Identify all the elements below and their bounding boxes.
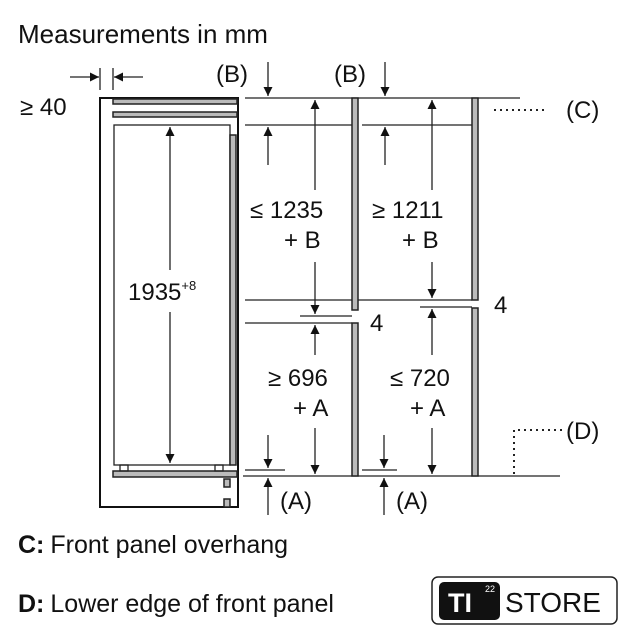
gap-label-2: 4: [494, 292, 507, 319]
front-panels: [351, 97, 479, 477]
upper-min-plus: + B: [402, 227, 439, 254]
cabinet-outline: [99, 97, 239, 508]
logo-text: STORE: [505, 587, 601, 618]
legend-c-text: Front panel overhang: [50, 531, 288, 559]
legend-c-key: C:: [18, 531, 44, 559]
legend-d-key: D:: [18, 590, 44, 618]
d-dotted-line: [513, 429, 562, 474]
a-marker-1: (A): [280, 488, 312, 515]
side-gap-label: ≥ 40: [20, 94, 67, 121]
c-marker: (C): [566, 97, 599, 124]
upper-max-plus: + B: [284, 227, 321, 254]
b-marker-2: (B): [334, 61, 366, 88]
ti-store-logo: TI 22 STORE: [431, 576, 618, 625]
logo-superscript: 22: [485, 584, 495, 594]
reference-lines: [243, 97, 560, 477]
gap-label-1: 4: [370, 310, 383, 337]
b-marker-1: (B): [216, 61, 248, 88]
height-tolerance: +8: [181, 278, 196, 293]
upper-min-label: ≥ 1211: [372, 197, 443, 224]
height-value: 1935: [128, 279, 181, 306]
legend-d: D:Lower edge of front panel: [18, 590, 334, 618]
legend-d-text: Lower edge of front panel: [50, 590, 334, 618]
diagram-title: Measurements in mm: [18, 19, 268, 49]
d-marker: (D): [566, 418, 599, 445]
lower-max-label: ≤ 720: [390, 365, 450, 392]
height-label: 1935+8: [128, 278, 196, 306]
side-gap-dimension: [70, 68, 143, 90]
lower-min-plus: + A: [293, 395, 328, 422]
lower-max-plus: + A: [410, 395, 445, 422]
lower-min-label: ≥ 696: [268, 365, 328, 392]
a-marker-2: (A): [396, 488, 428, 515]
legend-c: C:Front panel overhang: [18, 531, 288, 559]
logo-badge: TI: [448, 588, 472, 618]
upper-max-label: ≤ 1235: [250, 197, 323, 224]
